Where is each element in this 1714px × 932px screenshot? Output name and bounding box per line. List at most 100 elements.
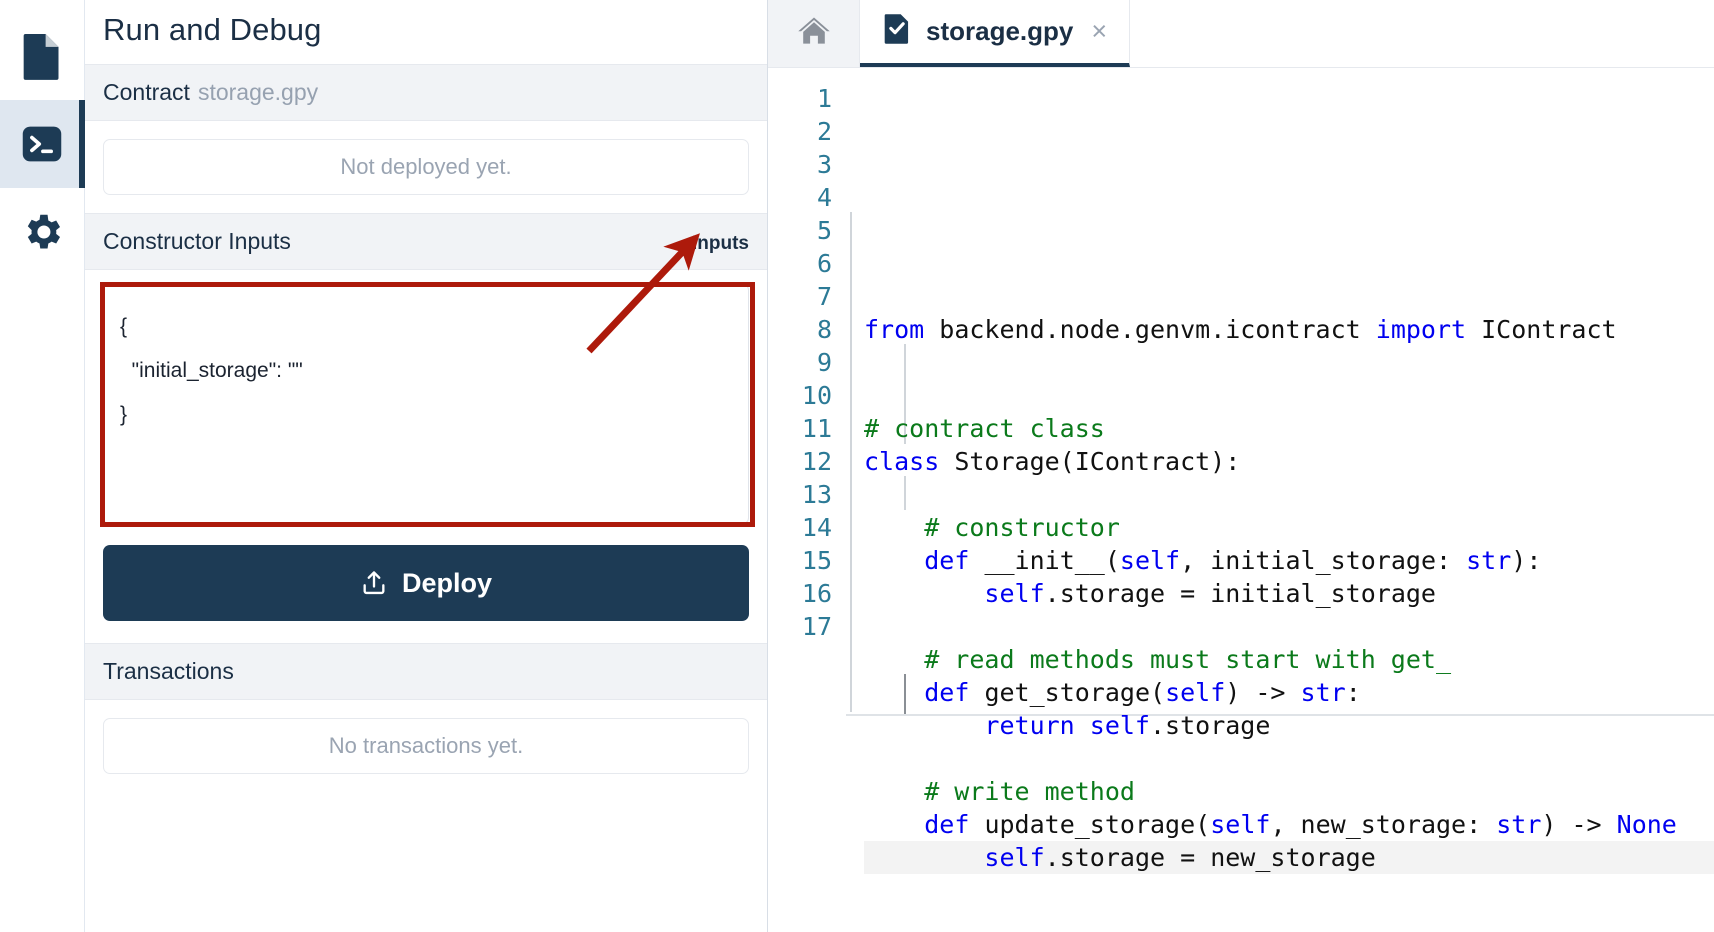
code-token: self xyxy=(984,579,1045,608)
code-line[interactable]: return self.storage xyxy=(864,709,1714,742)
indent-guide xyxy=(904,476,906,510)
code-token: str xyxy=(1300,678,1346,707)
editor-bottom-rule xyxy=(846,714,1714,716)
constructor-inputs-header: Constructor Inputs Inputs xyxy=(85,213,767,270)
code-line[interactable]: # contract class xyxy=(864,412,1714,445)
code-token: None xyxy=(1616,810,1677,839)
code-token: # constructor xyxy=(864,513,1120,542)
code-token: , new_storage: xyxy=(1270,810,1497,839)
activity-item-settings[interactable] xyxy=(0,188,85,276)
code-token: # write method xyxy=(864,777,1135,806)
activity-item-contracts[interactable] xyxy=(0,12,85,100)
code-token: Storage(IContract): xyxy=(954,447,1241,476)
constructor-inputs-wrapper xyxy=(100,233,755,529)
code-line[interactable]: self.storage = initial_storage xyxy=(864,577,1714,610)
line-number: 10 xyxy=(801,381,832,410)
code-token: , initial_storage: xyxy=(1180,546,1467,575)
line-number: 1 xyxy=(816,84,832,113)
code-line[interactable] xyxy=(864,742,1714,775)
code-token: IContract xyxy=(1481,315,1617,344)
page-title: Run and Debug xyxy=(103,12,322,47)
code-token: .storage xyxy=(1150,711,1271,740)
gear-icon xyxy=(19,209,65,255)
code-token: def xyxy=(924,810,985,839)
line-number: 3 xyxy=(816,150,832,179)
transactions-empty-text: No transactions yet. xyxy=(328,733,524,758)
upload-icon xyxy=(360,568,388,598)
constructor-inputs-json-editor[interactable] xyxy=(103,284,749,524)
line-number: 9 xyxy=(816,348,832,377)
inputs-mode-label[interactable]: Inputs xyxy=(692,233,749,254)
line-number: 4 xyxy=(816,183,832,212)
line-number: 17 xyxy=(801,612,832,641)
code-token: str xyxy=(1466,546,1512,575)
panel-spacer xyxy=(85,621,767,643)
contract-file-name: storage.gpy xyxy=(197,79,319,105)
activity-item-run-and-debug[interactable] xyxy=(0,100,85,188)
code-content[interactable]: from backend.node.genvm.icontract import… xyxy=(846,74,1714,932)
code-token: ) -> xyxy=(1541,810,1617,839)
line-number: 6 xyxy=(816,249,832,278)
deploy-button[interactable]: Deploy xyxy=(103,545,749,621)
line-number: 2 xyxy=(816,117,832,146)
code-token: self xyxy=(1210,810,1271,839)
code-token xyxy=(864,546,924,575)
terminal-icon xyxy=(20,122,64,166)
code-token: str xyxy=(1496,810,1542,839)
code-line[interactable]: self.storage = new_storage xyxy=(864,841,1714,874)
code-token: import xyxy=(1375,315,1482,344)
home-tab-button[interactable] xyxy=(768,0,860,67)
file-icon xyxy=(20,30,64,82)
code-line[interactable]: from backend.node.genvm.icontract import… xyxy=(864,313,1714,346)
code-line[interactable]: # write method xyxy=(864,775,1714,808)
code-token xyxy=(864,678,924,707)
code-line[interactable] xyxy=(864,478,1714,511)
close-icon[interactable]: × xyxy=(1091,16,1108,46)
code-token: ): xyxy=(1511,546,1542,575)
code-line[interactable] xyxy=(864,610,1714,643)
code-line[interactable]: # read methods must start with get_ xyxy=(864,643,1714,676)
code-line[interactable] xyxy=(864,379,1714,412)
line-number: 16 xyxy=(801,579,832,608)
code-token: self xyxy=(1165,678,1226,707)
deploy-button-label: Deploy xyxy=(401,567,493,598)
tab-storage-gpy[interactable]: storage.gpy × xyxy=(860,0,1131,67)
code-line[interactable]: # constructor xyxy=(864,511,1714,544)
line-number: 7 xyxy=(816,282,832,311)
contract-label: Contract xyxy=(103,79,190,105)
editor-tabbar: storage.gpy × xyxy=(768,0,1714,68)
code-token: __init__( xyxy=(984,546,1120,575)
line-number: 15 xyxy=(801,546,832,575)
line-number: 13 xyxy=(801,480,832,509)
code-token: self xyxy=(984,843,1045,872)
indent-guide xyxy=(904,674,906,714)
code-line[interactable]: def get_storage(self) -> str: xyxy=(864,676,1714,709)
deployment-status-text: Not deployed yet. xyxy=(340,154,512,179)
contract-section-header: Contract storage.gpy xyxy=(85,64,767,121)
line-number: 8 xyxy=(816,315,832,344)
code-token: .storage = initial_storage xyxy=(1044,579,1436,608)
file-check-icon xyxy=(882,13,912,50)
code-token: # contract class xyxy=(864,414,1105,443)
line-number: 14 xyxy=(801,513,832,542)
code-token: : xyxy=(1345,678,1361,707)
code-token: .storage = new_storage xyxy=(1044,843,1376,872)
code-line[interactable]: class Storage(IContract): xyxy=(864,445,1714,478)
code-token: backend.node.genvm.icontract xyxy=(939,315,1376,344)
indent-guide xyxy=(904,344,906,444)
transactions-label: Transactions xyxy=(103,658,234,684)
code-line[interactable] xyxy=(864,346,1714,379)
code-token: def xyxy=(924,546,985,575)
code-token: get_storage( xyxy=(984,678,1166,707)
code-line[interactable]: def __init__(self, initial_storage: str)… xyxy=(864,544,1714,577)
run-and-debug-panel: Run and Debug Contract storage.gpy Not d… xyxy=(85,0,768,932)
indent-guide xyxy=(850,212,852,712)
line-number: 5 xyxy=(816,216,832,245)
activity-bar xyxy=(0,0,85,932)
code-token: def xyxy=(924,678,985,707)
code-line[interactable]: def update_storage(self, new_storage: st… xyxy=(864,808,1714,841)
transactions-section-header: Transactions xyxy=(85,643,767,700)
